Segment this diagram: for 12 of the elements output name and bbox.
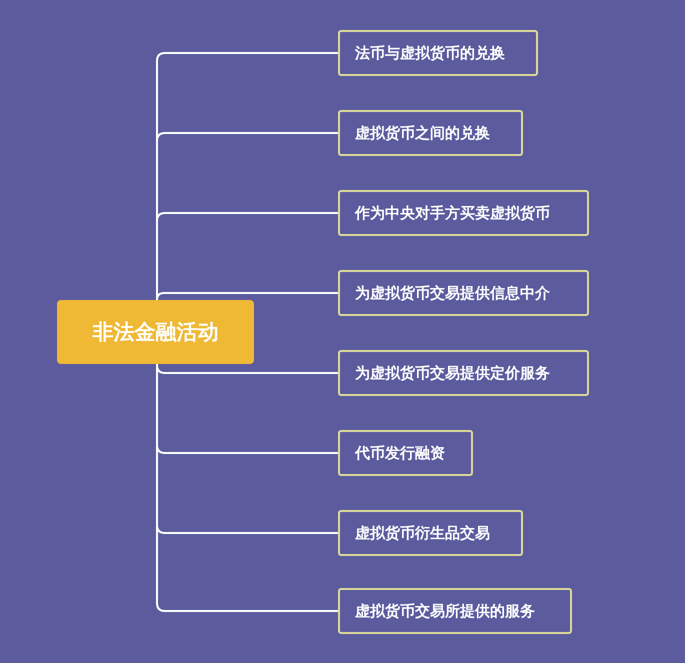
connector-line [156,364,338,612]
connector-line [156,212,338,300]
subtopic-box: 为虚拟货币交易提供信息中介 [338,270,589,316]
subtopic-box: 虚拟货币衍生品交易 [338,510,523,556]
subtopic-box: 法币与虚拟货币的兑换 [338,30,538,76]
root-topic-box: 非法金融活动 [57,300,254,364]
subtopic-box: 为虚拟货币交易提供定价服务 [338,350,589,396]
subtopic-box: 虚拟货币之间的兑换 [338,110,523,156]
subtopic-box: 作为中央对手方买卖虚拟货币 [338,190,589,236]
subtopic-box: 代币发行融资 [338,430,473,476]
subtopic-box: 虚拟货币交易所提供的服务 [338,588,572,634]
connector-line [156,292,338,301]
